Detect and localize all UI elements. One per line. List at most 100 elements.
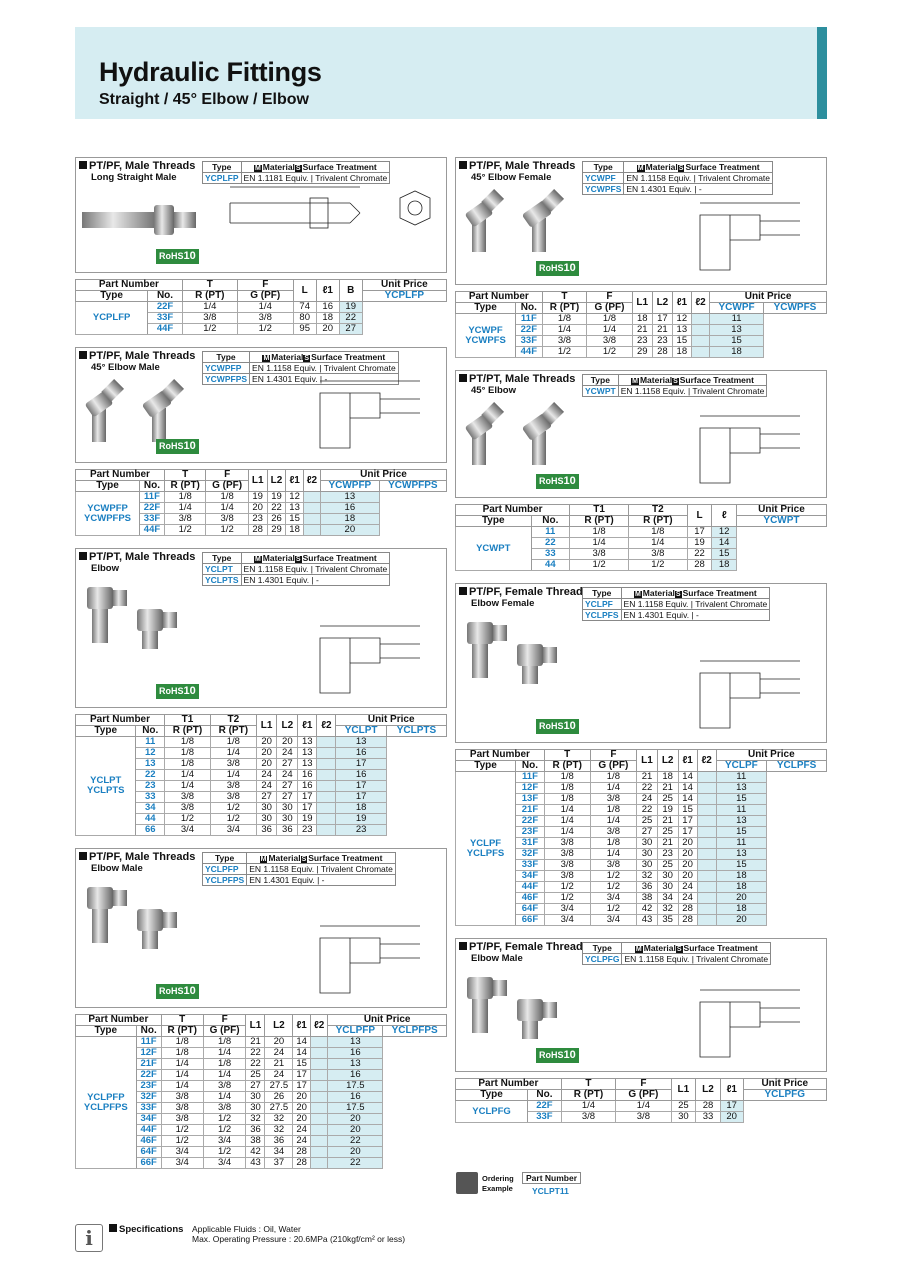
value-cell: 18	[315, 312, 340, 324]
col-subheader: R (PT)	[569, 515, 629, 527]
part-no-cell[interactable]: 64F	[135, 1146, 162, 1158]
product-title: PT/PF, Female Threads	[469, 586, 589, 598]
part-no-cell[interactable]: 44F	[515, 346, 543, 358]
part-no-cell[interactable]: 34F	[515, 870, 545, 882]
part-no-cell[interactable]: 32F	[515, 848, 545, 860]
part-no-cell[interactable]: 46F	[515, 892, 545, 904]
price-cell	[690, 324, 711, 336]
value-cell: 3/8	[209, 758, 257, 770]
value-cell: 3/8	[543, 837, 591, 849]
value-cell: 21	[656, 782, 679, 794]
part-no-cell[interactable]: 44	[530, 559, 571, 571]
part-no-cell[interactable]: 12	[135, 747, 166, 759]
col-header: ℓ2	[302, 469, 322, 492]
value-cell: 27.5	[264, 1080, 294, 1092]
rohs-number: 10	[563, 262, 576, 274]
part-no-cell[interactable]: 21F	[515, 804, 545, 816]
value-cell: 19	[247, 491, 268, 503]
part-no-cell[interactable]: 33	[530, 548, 571, 560]
price-cell	[302, 502, 322, 514]
value-cell: 3/8	[543, 870, 591, 882]
price-cell: 22	[327, 1135, 384, 1147]
spec-type: YCLPFP	[201, 863, 248, 875]
rohs-text: RoHS	[539, 263, 564, 273]
type-cell: YCPLFP	[74, 301, 149, 335]
value-cell: 23	[247, 513, 268, 525]
type-label: YCWPFS	[465, 334, 506, 346]
col-subheader: G (PF)	[586, 302, 633, 314]
rohs-text: RoHS	[159, 686, 184, 696]
part-no-cell[interactable]: 33F	[527, 1111, 562, 1123]
part-no-cell[interactable]: 64F	[515, 903, 545, 915]
col-header-part-number: Part Number	[75, 1014, 162, 1026]
value-cell: 1/8	[589, 771, 638, 783]
value-cell: 22	[266, 502, 287, 514]
part-no-cell[interactable]: 34F	[135, 1113, 162, 1125]
spec-material: EN 1.1181 Equiv.	[243, 173, 309, 183]
price-cell: 23	[335, 824, 387, 836]
part-no-cell[interactable]: 33F	[515, 335, 543, 347]
value-cell: 30	[636, 848, 658, 860]
section-gap	[455, 358, 827, 370]
value-cell: 1/8	[569, 526, 629, 538]
value-cell: 1/2	[164, 813, 211, 825]
part-no-cell[interactable]: 22F	[515, 324, 543, 336]
part-no-cell[interactable]: 11F	[515, 771, 545, 783]
value-cell: 1/2	[205, 524, 249, 536]
part-no-cell[interactable]: 13	[135, 758, 166, 770]
part-no-cell[interactable]: 22F	[139, 502, 165, 514]
part-no-cell[interactable]: 66	[135, 824, 166, 836]
value-cell: 14	[292, 1047, 311, 1059]
part-no-cell[interactable]: 31F	[515, 837, 545, 849]
part-no-cell[interactable]: 11	[135, 736, 166, 748]
part-no-cell[interactable]: 46F	[135, 1135, 162, 1147]
part-no-cell[interactable]: 11F	[139, 491, 165, 503]
part-no-cell[interactable]: 44F	[147, 323, 183, 335]
price-cell: 20	[320, 524, 380, 536]
part-no-cell[interactable]: 22	[530, 537, 571, 549]
part-no-cell[interactable]: 22F	[515, 815, 545, 827]
part-no-cell[interactable]: 23F	[515, 826, 545, 838]
bullet-square	[79, 852, 87, 860]
part-no-cell[interactable]: 66F	[515, 914, 545, 926]
part-no-cell[interactable]: 66F	[135, 1157, 162, 1169]
value-cell: 29	[266, 524, 287, 536]
part-no-cell[interactable]: 11F	[135, 1036, 162, 1048]
part-no-cell[interactable]: 34	[135, 802, 166, 814]
value-cell: 3/8	[589, 793, 638, 805]
part-no-cell[interactable]: 44F	[135, 1124, 162, 1136]
part-no-cell[interactable]: 22F	[135, 1069, 162, 1081]
ordering-label-1: Ordering	[482, 1174, 514, 1183]
value-cell: 34	[264, 1146, 294, 1158]
price-type-header: YCLPFG	[742, 1089, 828, 1101]
part-no-cell[interactable]: 23F	[135, 1080, 162, 1092]
part-no-cell[interactable]: 44	[135, 813, 166, 825]
part-no-cell[interactable]: 12F	[515, 782, 545, 794]
part-no-cell[interactable]: 11F	[515, 313, 543, 325]
part-no-cell[interactable]: 22F	[527, 1100, 562, 1112]
spec-head-material-label: Material	[645, 162, 678, 172]
part-no-cell[interactable]: 44F	[139, 524, 165, 536]
value-cell: 38	[245, 1135, 266, 1147]
part-no-cell[interactable]: 33F	[139, 513, 165, 525]
part-no-cell[interactable]: 33F	[135, 1102, 162, 1114]
part-no-cell[interactable]: 33	[135, 791, 166, 803]
col-subheader: R (PT)	[209, 725, 257, 737]
part-no-cell[interactable]: 13F	[515, 793, 545, 805]
price-cell	[316, 802, 337, 814]
part-no-cell[interactable]: 22F	[147, 301, 183, 313]
part-no-cell[interactable]: 44F	[515, 881, 545, 893]
col-header: F	[205, 469, 249, 481]
part-no-cell[interactable]: 32F	[135, 1091, 162, 1103]
part-no-cell[interactable]: 33F	[515, 859, 545, 871]
part-no-cell[interactable]: 23	[135, 780, 166, 792]
part-no-cell[interactable]: 22	[135, 769, 166, 781]
part-no-cell[interactable]: 11	[530, 526, 571, 538]
part-no-cell[interactable]: 33F	[147, 312, 183, 324]
part-no-cell[interactable]: 21F	[135, 1058, 162, 1070]
part-no-cell[interactable]: 12F	[135, 1047, 162, 1059]
spec-type: YCLPT	[202, 563, 242, 575]
